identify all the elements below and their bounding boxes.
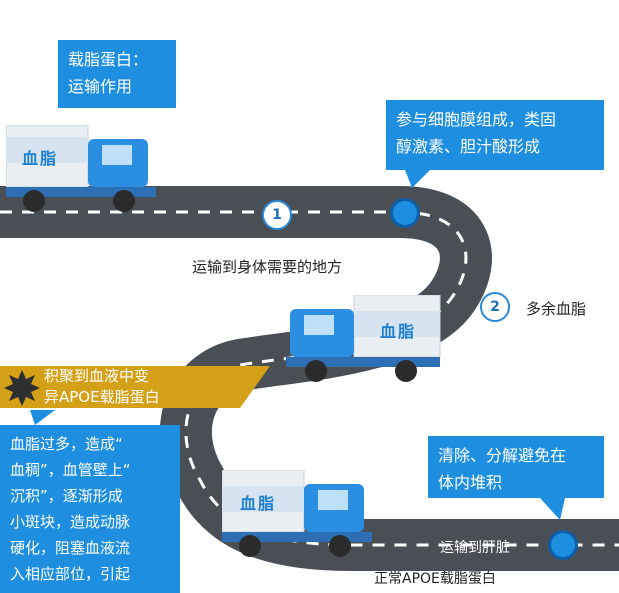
membrane-box: 参与细胞膜组成，类固 醇激素、胆汁酸形成	[386, 100, 604, 170]
marker-2: 2	[480, 292, 510, 322]
label-to-body: 运输到身体需要的地方	[192, 258, 343, 276]
label-normal-apoe: 正常APOE载脂蛋白	[374, 571, 496, 587]
truck-wheel	[395, 360, 417, 382]
truck-bumper	[222, 532, 372, 542]
truck-bumper	[286, 357, 440, 367]
destination-dot-bottom	[548, 530, 578, 560]
truck-window	[102, 145, 132, 165]
truck-cargo-label: 血脂	[380, 322, 417, 341]
truck-cargo-label: 血脂	[240, 494, 277, 513]
truck-window	[318, 490, 348, 510]
transport-box: 载脂蛋白： 运输作用	[58, 40, 176, 108]
truck-wheel	[239, 535, 261, 557]
truck-bottom	[222, 470, 372, 557]
marker-1: 1	[262, 200, 292, 230]
callout-pointer-membrane	[405, 170, 430, 188]
truck-wheel	[329, 535, 351, 557]
truck-stripe	[222, 486, 304, 512]
destination-dot-top	[390, 198, 420, 228]
label-to-liver: 运输到肝脏	[440, 540, 510, 556]
warning-banner-bg	[0, 366, 270, 408]
truck-wheel	[305, 360, 327, 382]
callout-pointer-risk	[30, 410, 55, 425]
truck-top	[6, 125, 156, 212]
truck-cargo-label: 血脂	[22, 149, 59, 168]
truck-wheel	[23, 190, 45, 212]
callout-pointer-clear	[540, 498, 565, 520]
clear-box: 清除、分解避免在 体内堆积	[428, 436, 604, 498]
burst-icon	[4, 370, 40, 406]
truck-window	[304, 315, 334, 335]
warning-banner-text: 积聚到血液中变 异APOE载脂蛋白	[44, 367, 160, 406]
truck-wheel	[113, 190, 135, 212]
truck-bumper	[6, 187, 156, 197]
truck-middle	[286, 295, 441, 382]
risk-box: 血脂过多，造成“ 血稠”，血管壁上“ 沉积”，逐渐形成 小斑块，造成动脉 硬化，…	[0, 425, 180, 593]
label-excess: 多余血脂	[526, 300, 587, 318]
truck-stripe	[354, 311, 440, 337]
truck-stripe	[6, 137, 88, 163]
